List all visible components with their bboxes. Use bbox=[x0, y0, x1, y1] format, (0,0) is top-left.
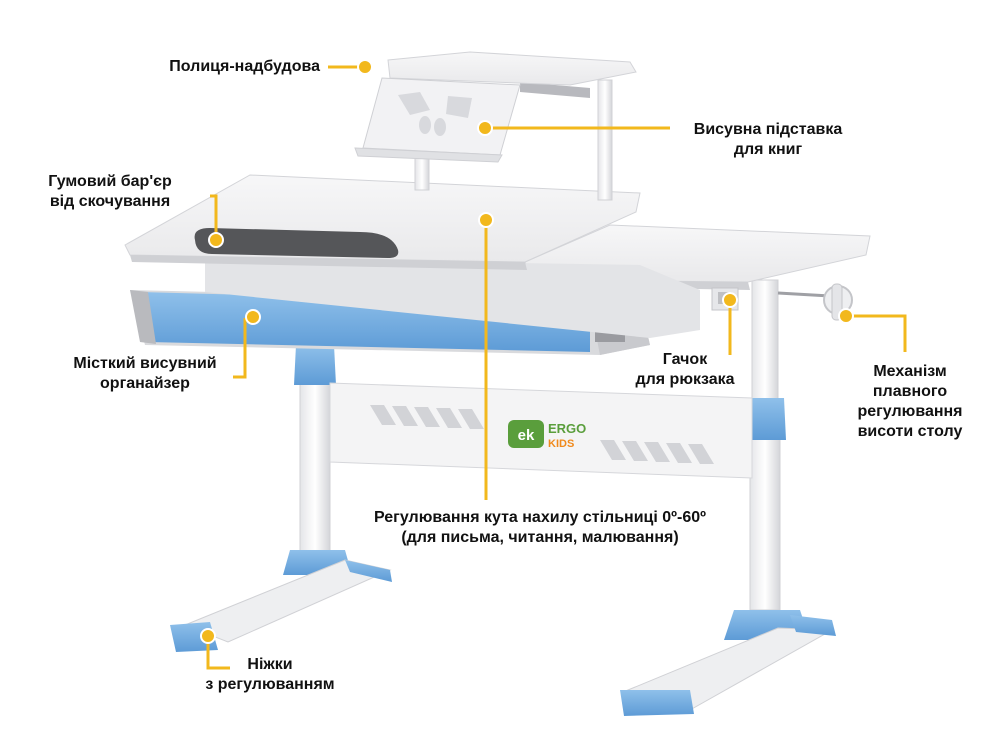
tabletop bbox=[124, 174, 871, 338]
callout-lines bbox=[206, 65, 907, 670]
legs-label: Ніжки з регулюванням bbox=[205, 656, 335, 693]
tilt-label: Регулювання кута нахилу стільниці 0º-60º… bbox=[374, 509, 706, 546]
callout-markers bbox=[200, 59, 854, 644]
crank-handle bbox=[777, 283, 853, 321]
logo-mark: ek bbox=[518, 427, 535, 444]
organizer-label: Місткий висувний органайзер bbox=[73, 355, 217, 392]
rubber-barrier-marker-icon bbox=[208, 232, 224, 248]
right-leg-collar bbox=[744, 398, 786, 440]
rubber-barrier-label: Гумовий бар'єр від скочування bbox=[48, 173, 172, 210]
book-stand-marker-icon bbox=[477, 120, 493, 136]
tilt-marker-icon bbox=[478, 212, 494, 228]
legs-marker-icon bbox=[200, 628, 216, 644]
shelf-marker-icon bbox=[357, 59, 373, 75]
left-leg bbox=[170, 345, 392, 652]
right-foot-cap bbox=[620, 690, 694, 716]
hook-label: Гачок для рюкзака bbox=[635, 351, 735, 388]
shelf-label: Полиця-надбудова bbox=[169, 58, 320, 75]
right-leg bbox=[620, 279, 836, 716]
mechanism-marker-icon bbox=[838, 308, 854, 324]
rubber-barrier-pad bbox=[194, 228, 399, 258]
organizer-marker-icon bbox=[245, 309, 261, 325]
book-stand-label: Висувна підставка для книг bbox=[693, 121, 843, 158]
logo-line2: KIDS bbox=[548, 438, 574, 450]
ergo-kids-logo: ek ERGO KIDS bbox=[508, 420, 586, 450]
top-shelf bbox=[354, 51, 637, 201]
mechanism-label: Механізм плавного регулювання висоти сто… bbox=[857, 363, 963, 440]
hook-marker-icon bbox=[722, 292, 738, 308]
logo-line1: ERGO bbox=[548, 421, 586, 436]
left-leg-collar bbox=[294, 345, 336, 385]
book-stand bbox=[354, 77, 521, 163]
